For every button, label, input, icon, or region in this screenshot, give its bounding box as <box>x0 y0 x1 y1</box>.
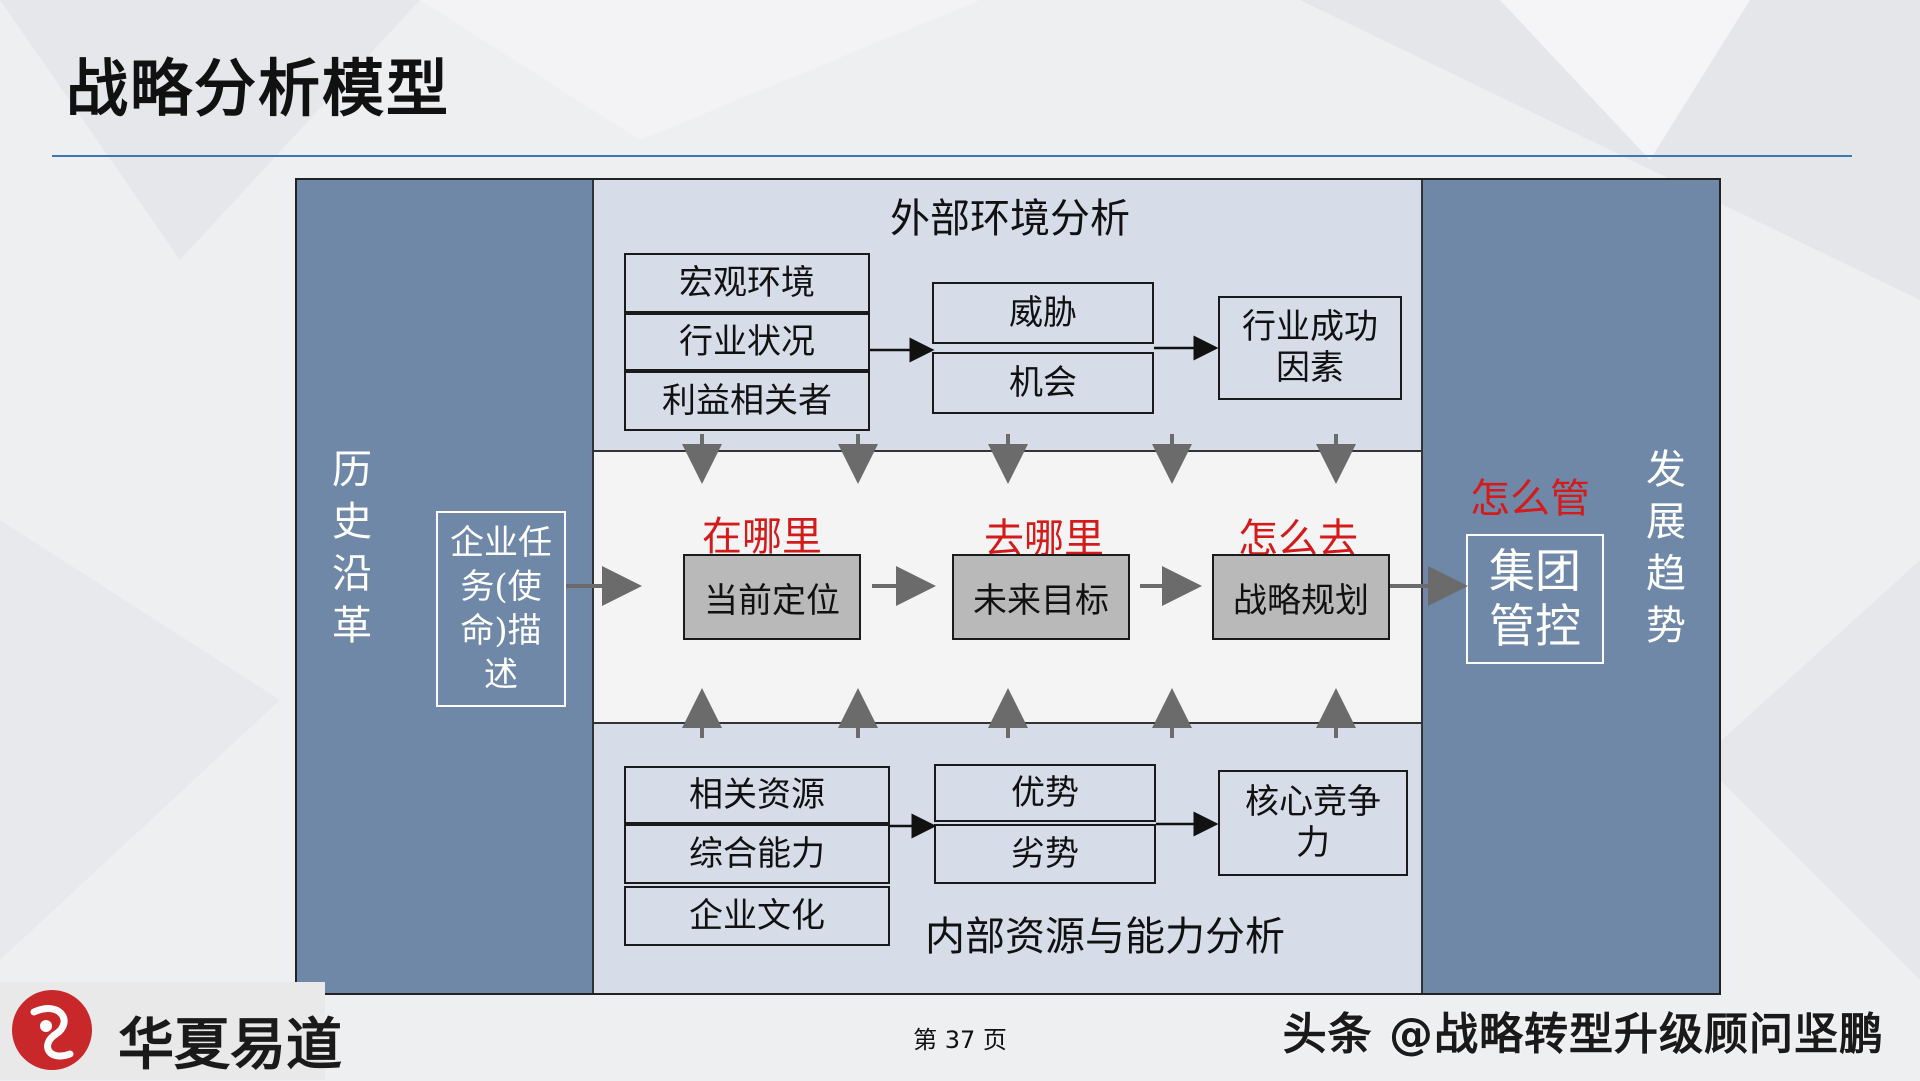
future-goal-box: 未来目标 <box>952 554 1130 640</box>
internal-input-culture: 企业文化 <box>624 886 890 946</box>
strategic-plan-box: 战略规划 <box>1212 554 1390 640</box>
external-title: 外部环境分析 <box>890 196 1130 242</box>
external-band-border <box>594 450 1421 452</box>
external-input-stakeholders: 利益相关者 <box>624 371 870 431</box>
strength-box: 优势 <box>934 764 1156 822</box>
mission-box: 企业任务(使命)描述 <box>436 511 566 707</box>
internal-band-border <box>594 722 1421 724</box>
group-control-box: 集团管控 <box>1466 534 1604 664</box>
weakness-box: 劣势 <box>934 824 1156 884</box>
internal-input-resources: 相关资源 <box>624 766 890 824</box>
trend-label: 发展趋势 <box>1646 447 1686 649</box>
brand-logo-icon <box>0 982 325 1080</box>
question-where-now: 在哪里 <box>702 514 822 560</box>
opportunity-box: 机会 <box>932 352 1154 414</box>
mission-box-label: 企业任务(使命)描述 <box>450 522 552 696</box>
external-input-industry: 行业状况 <box>624 313 870 371</box>
history-label: 历史沿革 <box>332 447 372 649</box>
title-divider <box>52 155 1852 157</box>
threat-box: 威胁 <box>932 282 1154 344</box>
internal-input-capabilities: 综合能力 <box>624 824 890 884</box>
page-number: 第 37 页 <box>913 1026 1007 1054</box>
left-column <box>297 180 592 993</box>
page-title: 战略分析模型 <box>66 52 451 125</box>
group-control-label: 集团管控 <box>1489 543 1581 653</box>
author-credit: 头条 @战略转型升级顾问坚鹏 <box>1282 1009 1884 1060</box>
column-divider-right <box>1421 180 1423 993</box>
external-input-macro: 宏观环境 <box>624 253 870 313</box>
question-how-manage: 怎么管 <box>1470 476 1590 522</box>
current-position-box: 当前定位 <box>683 554 861 640</box>
right-column <box>1423 180 1719 993</box>
brand-name: 华夏易道 <box>118 1012 342 1078</box>
core-competence-box: 核心竞争力 <box>1218 770 1408 876</box>
internal-title: 内部资源与能力分析 <box>925 914 1285 960</box>
industry-success-factors-box: 行业成功因素 <box>1218 296 1402 400</box>
